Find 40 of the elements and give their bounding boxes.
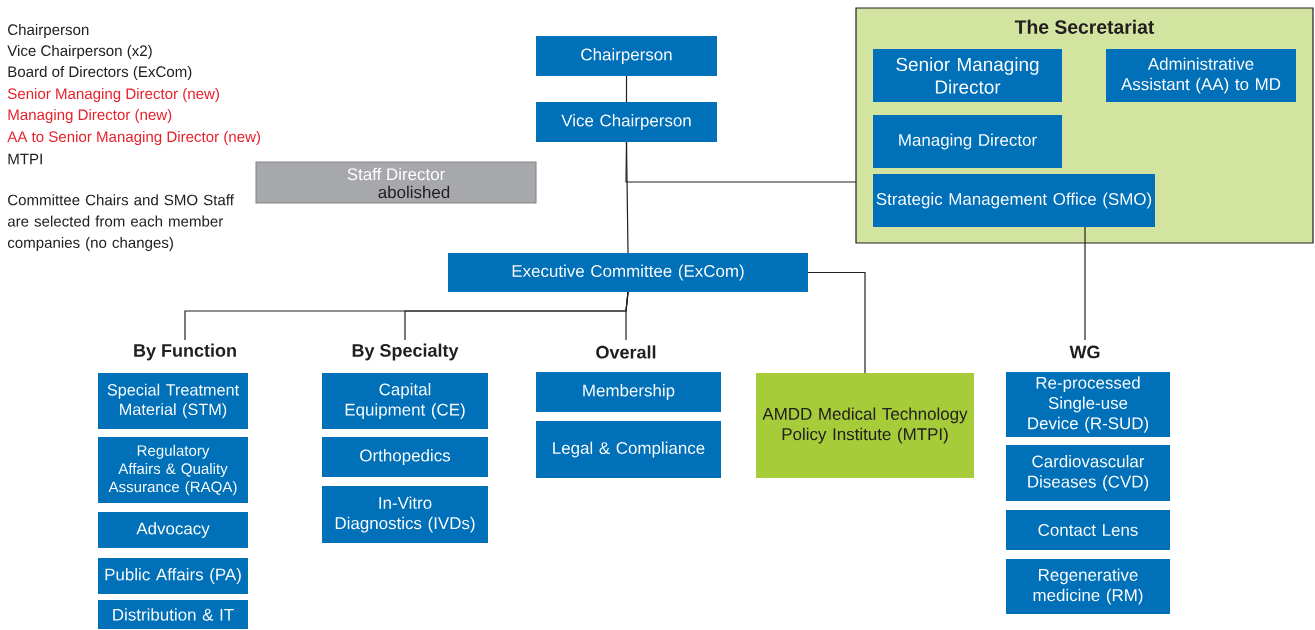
institute-box: AMDD Medical Technology Policy Institute (MTPI) [756,373,974,478]
committee-box: In-Vitro Diagnostics (IVDs) [322,486,488,543]
working-group-box: Re-processed Single-use Device (R-SUD) [1006,372,1170,437]
group-heading: By Specialty [352,343,459,361]
position-box: Chairperson [536,36,717,76]
position-box: Administrative Assistant (AA) to MD [1106,49,1296,102]
committee-box: Membership [536,372,721,412]
position-box: Senior Managing Director [873,49,1062,102]
group-heading: Overall [596,345,656,359]
working-group-box: Contact Lens [1006,510,1170,550]
position-box: Managing Director [873,115,1062,168]
position-box: Vice Chairperson [536,102,717,142]
working-group-box: Cardiovascular Diseases (CVD) [1006,445,1170,501]
group-heading: WG [1069,345,1100,359]
committee-box: Distribution & IT [98,600,248,629]
connector-line [625,141,857,183]
connector-line [1084,226,1086,341]
note-text: Chairperson [8,23,89,38]
working-group-box: Regenerative medicine (RM) [1006,559,1170,614]
connector-line [625,75,628,103]
note-text: Committee Chairs and SMO Staff are selected from each member companies (no changes) [7,194,234,251]
note-text: Board of Directors (ExCom) [8,66,192,80]
note-text: AA to Senior Managing Director (new) [7,130,260,145]
connector-line [625,291,629,341]
connector-line [807,271,866,374]
note-text: Senior Managing Director (new) [7,87,219,102]
committee-box: Capital Equipment (CE) [322,373,488,429]
committee-box: Executive Committee (ExCom) [448,253,808,292]
committee-box: Advocacy [98,512,248,548]
committee-box: Orthopedics [322,437,488,477]
committee-box: Public Affairs (PA) [98,558,248,594]
note-text: Vice Chairperson (x2) [7,44,152,59]
group-heading: By Function [134,343,236,361]
note-text: MTPI [8,153,42,165]
office-box: Strategic Management Office (SMO) [873,174,1155,227]
committee-box: Regulatory Affairs & Quality Assurance (RAQA) [98,437,248,503]
committee-box: Special Treatment Material (STM) [98,373,248,429]
note-text: Managing Director (new) [8,108,172,123]
committee-box: Legal & Compliance [536,421,721,478]
abolished-position-box: Staff Director abolished [255,161,537,204]
